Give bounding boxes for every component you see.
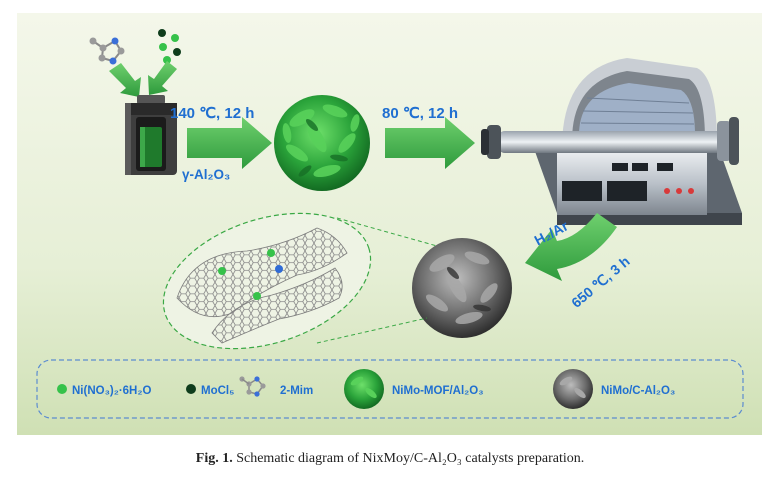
legend: Ni(NO₃)₂·6H₂O MoCl₅ 2-Mim NiMo-MOF/Al₂O₃ (36, 359, 744, 419)
legend-product-icon (553, 369, 593, 409)
mo-particle (275, 265, 283, 273)
arrow-step1 (187, 117, 272, 169)
legend-mof-icon (344, 369, 384, 409)
caption-text: Schematic diagram of NixMoy/C-Al₂O₃ cata… (236, 451, 585, 466)
caption-label: Fig. 1. (195, 451, 233, 466)
autoclave-reactor (125, 95, 177, 175)
legend-ni-salt: Ni(NO₃)₂·6H₂O (72, 385, 151, 397)
mo-salt-dot-icon (186, 384, 196, 394)
nimo-carbon-sphere (412, 238, 512, 338)
legend-box (36, 359, 744, 419)
ni-particle (253, 292, 261, 300)
legend-linker: 2-Mim (280, 385, 313, 397)
zoom-line-top (336, 217, 438, 247)
schematic-panel: 140 ℃, 12 h γ-Al₂O₃ 80 ℃, 12 h (17, 13, 762, 435)
tube-furnace (481, 58, 742, 225)
legend-mof: NiMo-MOF/Al₂O₃ (392, 385, 484, 397)
imidazole-molecule-icon (89, 37, 125, 65)
ni-particle (267, 249, 275, 257)
figure-caption: Fig. 1. Schematic diagram of NixMoy/C-Al… (0, 451, 780, 467)
step1-temperature-label: 140 ℃, 12 h (170, 105, 254, 122)
arrow-step3 (525, 213, 617, 281)
legend-mo-salt: MoCl₅ (201, 385, 234, 397)
arrow-ions-to-autoclave (148, 61, 177, 95)
step1-support-label: γ-Al₂O₃ (182, 167, 230, 182)
ni-salt-dot-icon (57, 384, 67, 394)
step2-temperature-label: 80 ℃, 12 h (382, 105, 458, 122)
ni-particle (218, 267, 226, 275)
zoom-line-bottom (316, 317, 428, 344)
schematic-diagram: 140 ℃, 12 h γ-Al₂O₃ 80 ℃, 12 h (17, 13, 762, 435)
arrow-molecule-to-autoclave (109, 63, 141, 97)
legend-imidazole-icon (239, 376, 266, 397)
nimo-mof-sphere (274, 95, 370, 191)
graphene-zoom-view (162, 212, 372, 350)
legend-product: NiMo/C-Al₂O₃ (601, 385, 675, 397)
metal-ions-icon (158, 29, 181, 64)
arrow-step2 (385, 117, 475, 169)
